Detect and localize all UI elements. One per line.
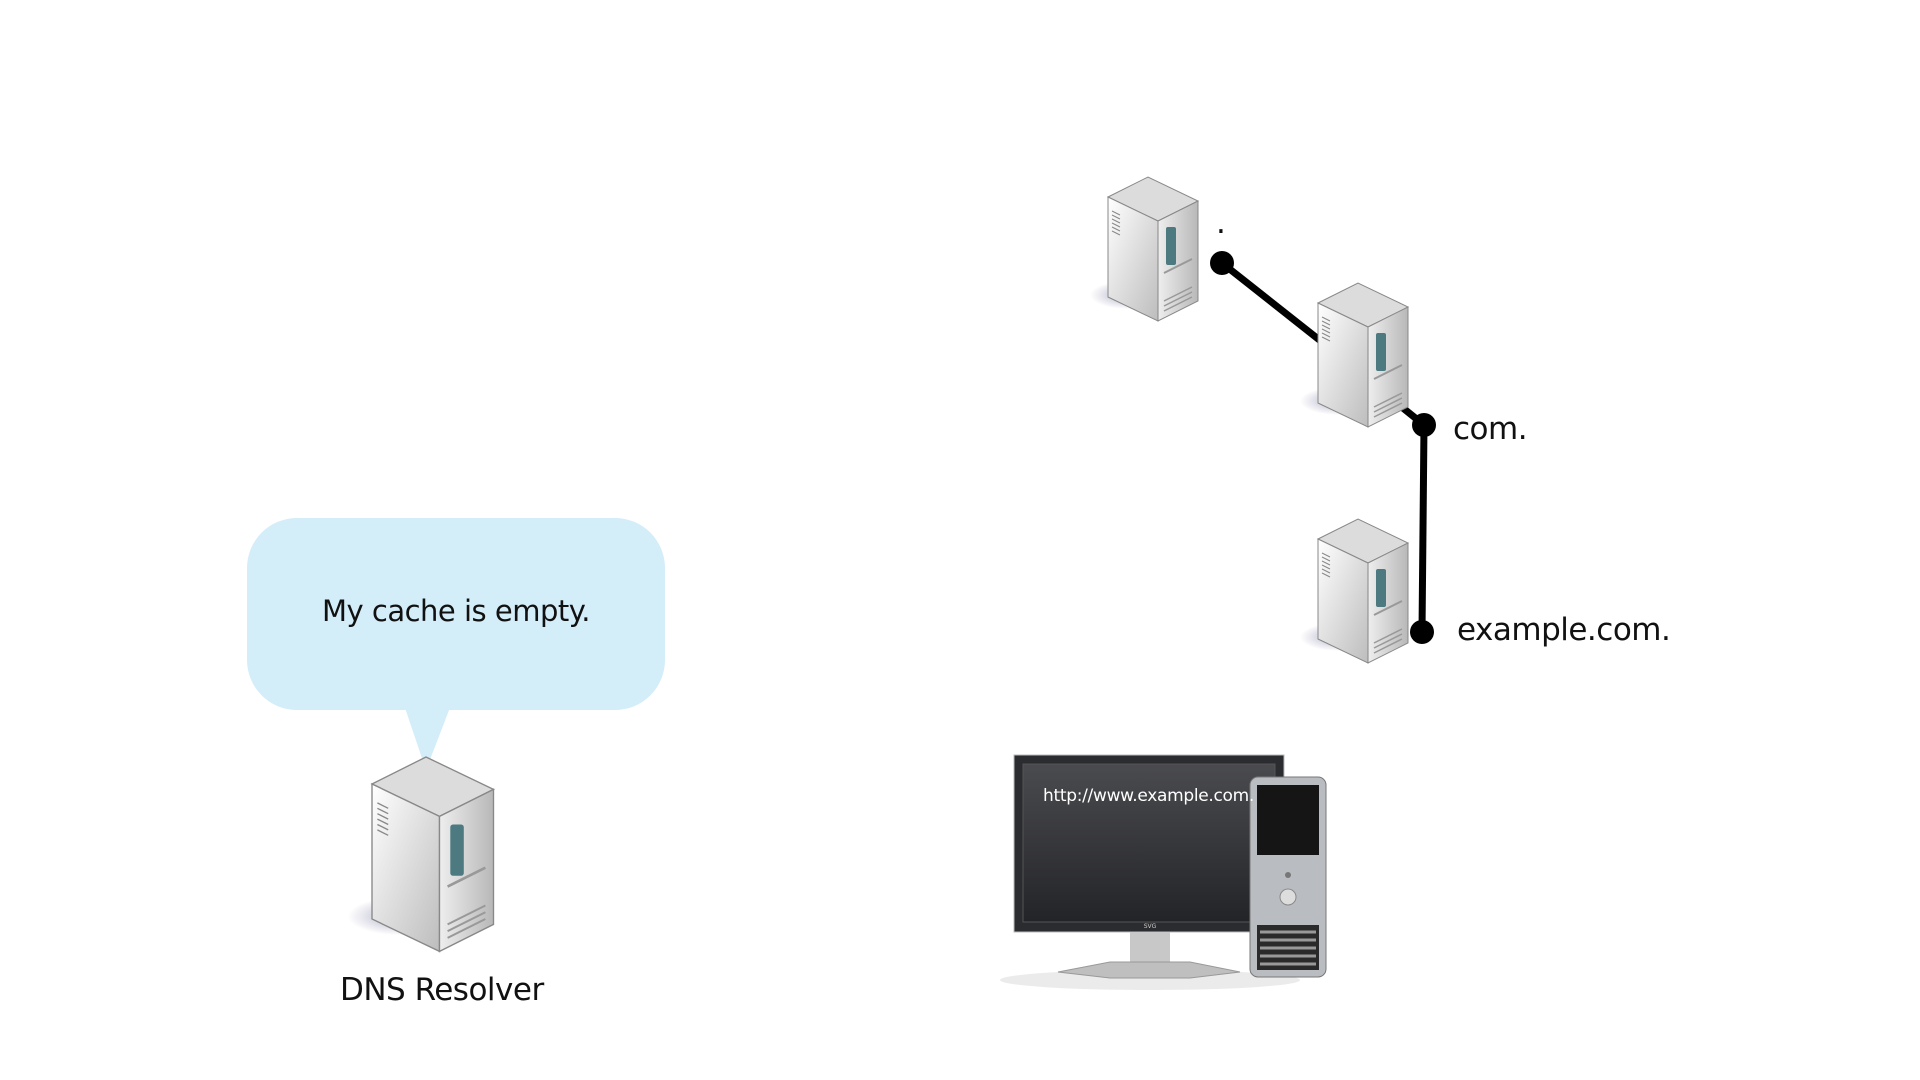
root-server-icon (1089, 176, 1199, 322)
root-zone-label: . (1216, 205, 1226, 241)
com-zone-label: com. (1453, 411, 1528, 447)
client-computer-icon: SVG (1000, 754, 1327, 990)
browser-url-text: http://www.example.com. (1043, 786, 1255, 806)
example-node-dot (1410, 620, 1434, 644)
com-to-example-line (1418, 424, 1428, 633)
com-server-icon (1299, 282, 1409, 428)
example-server-icon (1299, 518, 1409, 664)
speech-bubble: My cache is empty. (247, 518, 665, 710)
monitor-brand-logo: SVG (1144, 923, 1157, 930)
dns-resolver-server-icon (346, 755, 495, 953)
speech-bubble-tail (404, 705, 451, 770)
example-zone-label: example.com. (1457, 612, 1671, 648)
speech-bubble-text: My cache is empty. (321, 594, 591, 628)
dns-resolver-label: DNS Resolver (340, 972, 544, 1008)
root-to-com-line (1219, 260, 1325, 345)
root-node-dot (1210, 251, 1234, 275)
com-node-dot (1412, 413, 1436, 437)
